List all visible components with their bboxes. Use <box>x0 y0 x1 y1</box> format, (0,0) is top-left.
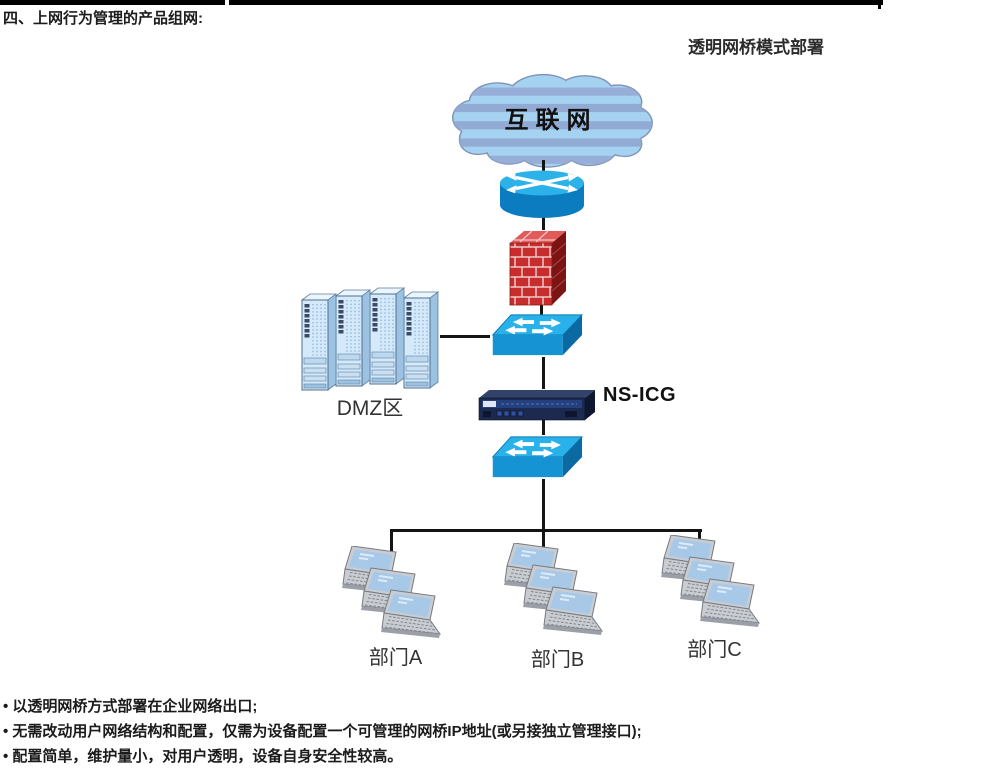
notes-list: • 以透明网桥方式部署在企业网络出口; • 无需改动用户网络结构和配置，仅需为设… <box>3 694 642 769</box>
top-border-bar-right <box>229 0 883 5</box>
link-switch1-appliance <box>542 357 545 389</box>
deployment-mode-title: 透明网桥模式部署 <box>688 38 824 57</box>
top-border-bar-left <box>0 0 225 5</box>
link-router-firewall <box>542 210 545 230</box>
switch-icon-upper <box>491 314 583 356</box>
note-line: • 以透明网桥方式部署在企业网络出口; <box>3 698 258 715</box>
link-cloud-router <box>542 160 545 174</box>
nsicg-appliance-icon <box>478 390 595 421</box>
link-appliance-switch2 <box>542 420 545 435</box>
dept-b-label: 部门B <box>530 649 585 671</box>
drop-line-dept-a <box>390 529 393 557</box>
laptop-group-dept-a <box>341 546 441 639</box>
link-firewall-switch1 <box>540 303 543 316</box>
internet-label: 互联网 <box>504 107 598 134</box>
note-line: • 无需改动用户网络结构和配置，仅需为设备配置一个可管理的网桥IP地址(或另接独… <box>3 723 642 740</box>
note-line: • 配置简单，维护量小，对用户透明，设备自身安全性较高。 <box>3 748 403 765</box>
distribution-bus-line <box>390 529 702 532</box>
link-dmz-switch1 <box>440 335 490 338</box>
laptop-group-dept-b <box>503 543 603 636</box>
drop-line-dept-c <box>698 529 701 545</box>
firewall-icon <box>509 230 567 306</box>
laptop-group-dept-c <box>660 535 760 628</box>
router-icon <box>500 170 584 218</box>
internet-cloud-icon <box>452 73 653 168</box>
appliance-label: NS-ICG <box>603 384 676 406</box>
dmz-label: DMZ区 <box>336 397 404 420</box>
top-border-corner-tick <box>878 0 881 9</box>
dept-c-label: 部门C <box>687 639 742 661</box>
drop-line-dept-b <box>542 529 545 553</box>
dept-a-label: 部门A <box>368 647 423 669</box>
dmz-servers-icon <box>301 287 439 391</box>
switch-icon-lower <box>491 436 583 478</box>
page-title: 四、上网行为管理的产品组网: <box>3 10 203 27</box>
link-switch2-bus <box>542 479 545 532</box>
